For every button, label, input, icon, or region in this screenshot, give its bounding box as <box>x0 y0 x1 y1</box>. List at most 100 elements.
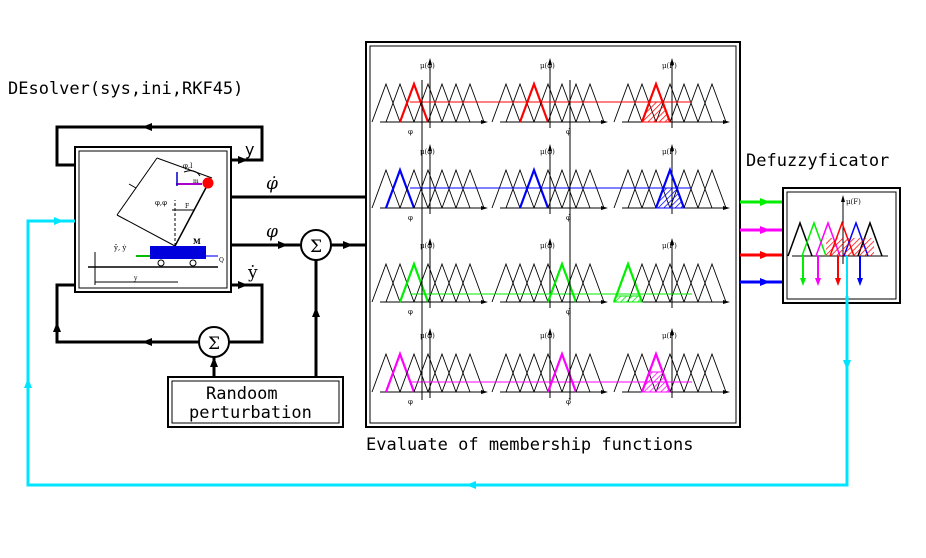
membership-function <box>441 352 471 393</box>
active-membership-function <box>612 260 644 303</box>
membership-function <box>547 168 577 209</box>
membership-function <box>561 82 591 123</box>
membership-function <box>575 82 605 123</box>
active-membership-function <box>398 260 430 303</box>
membership-function <box>627 168 657 209</box>
defuzzifier-plot: μ(F) <box>787 195 888 296</box>
membership-function <box>533 168 563 209</box>
mf-axis-title: μ(φ̇) <box>540 332 555 340</box>
membership-function <box>641 262 671 303</box>
membership-function <box>697 262 727 303</box>
defuzz-contribution-arrow <box>815 278 821 286</box>
feedback-arrow-right-down <box>843 360 851 370</box>
membership-function <box>413 352 443 393</box>
membership-function <box>491 352 521 393</box>
mf-axis-variable: φ <box>408 308 413 316</box>
mf-axis-title: μ(F) <box>662 242 677 250</box>
clipped-output-area <box>655 187 685 209</box>
mf-axis-variable: φ̇ <box>566 214 571 222</box>
mf-axis-title: μ(φ) <box>420 148 435 156</box>
membership-function <box>519 352 549 393</box>
defuzz-membership <box>801 220 827 257</box>
mf-axis-title: μ(φ̇) <box>540 242 555 250</box>
membership-function <box>441 262 471 303</box>
membership-function <box>427 168 457 209</box>
membership-function <box>683 262 713 303</box>
membership-function <box>575 262 605 303</box>
membership-function <box>533 262 563 303</box>
membership-function <box>683 82 713 123</box>
svg-text:m: m <box>193 178 199 185</box>
mf-plot-r3-c1: μ(φ) φ <box>371 238 488 316</box>
membership-function <box>533 82 563 123</box>
membership-function <box>455 82 485 123</box>
active-membership-function <box>384 350 416 393</box>
mf-axis-variable: φ̇ <box>566 398 571 406</box>
feedback-arrow-bottom <box>466 481 476 489</box>
mf-plot-r2-c3: μ(F) <box>613 144 730 214</box>
mf-axis-variable: φ <box>408 214 413 222</box>
membership-function <box>441 168 471 209</box>
membership-function <box>371 262 401 303</box>
defuzz-contribution-arrow <box>835 278 841 286</box>
defuzz-membership <box>787 220 813 257</box>
membership-function <box>613 82 643 123</box>
membership-function <box>683 168 713 209</box>
mf-axis-variable: φ <box>408 128 413 136</box>
svg-text:φ,φ: φ,φ <box>155 199 167 207</box>
rule-output-arrowhead <box>760 251 770 259</box>
mf-axis-title: μ(φ) <box>420 332 435 340</box>
mf-axis-variable: φ <box>408 398 413 406</box>
membership-function <box>561 262 591 303</box>
mf-axis-title: μ(F) <box>662 148 677 156</box>
membership-function <box>413 262 443 303</box>
membership-function <box>669 82 699 123</box>
active-membership-function <box>398 80 430 123</box>
membership-function <box>669 262 699 303</box>
output-phidot-label: φ̇ <box>266 174 278 194</box>
svg-text:φ,l: φ,l <box>183 162 193 170</box>
membership-function <box>455 352 485 393</box>
rule-output-arrowhead <box>760 198 770 206</box>
membership-function <box>441 82 471 123</box>
mf-plot-r4-c1: μ(φ) φ <box>371 328 488 406</box>
mf-plot-r1-c3: μ(F) <box>613 58 730 128</box>
clipped-output-area <box>613 295 643 303</box>
mf-axis-title: μ(φ) <box>420 242 435 250</box>
pendulum-mass <box>202 177 214 189</box>
active-membership-function <box>546 260 578 303</box>
membership-function <box>385 82 415 123</box>
mf-axis-title: μ(φ̇) <box>540 148 555 156</box>
membership-function-grid: μ(φ)φμ(φ̇)φ̇μ(F)μ(φ)φμ(φ̇)φ̇μ(F)μ(φ)φμ(φ… <box>371 58 730 406</box>
mf-axis-title: μ(φ) <box>420 62 435 70</box>
svg-text:F: F <box>185 203 189 210</box>
membership-function <box>697 168 727 209</box>
sum-node-bottom-label: Σ <box>208 334 220 354</box>
defuzz-contribution-arrow <box>800 278 806 286</box>
active-membership-function <box>518 80 550 123</box>
membership-function <box>505 262 535 303</box>
mf-axis-variable: φ̇ <box>566 128 571 136</box>
membership-function <box>505 352 535 393</box>
defuzz-contribution-arrow <box>857 278 863 286</box>
membership-function <box>561 168 591 209</box>
membership-function <box>575 352 605 393</box>
rule-output-arrows <box>740 198 783 286</box>
cart-mass-label: M <box>193 237 201 246</box>
active-membership-function <box>518 166 550 209</box>
perturbation-block: Randoom perturbation <box>167 376 344 428</box>
membership-function <box>413 168 443 209</box>
membership-function <box>561 352 591 393</box>
svg-text:y: y <box>133 275 138 282</box>
sum-node-top-label: Σ <box>310 237 322 257</box>
membership-function <box>669 352 699 393</box>
feedback-arrow-left-up <box>24 378 32 388</box>
mf-plot-r1-c2: μ(φ̇) φ̇ <box>491 58 608 136</box>
membership-function <box>427 262 457 303</box>
cart <box>150 246 206 259</box>
mf-plot-r4-c3: μ(F) <box>613 328 730 398</box>
mf-axis-title: μ(φ̇) <box>540 62 555 70</box>
membership-function <box>455 262 485 303</box>
